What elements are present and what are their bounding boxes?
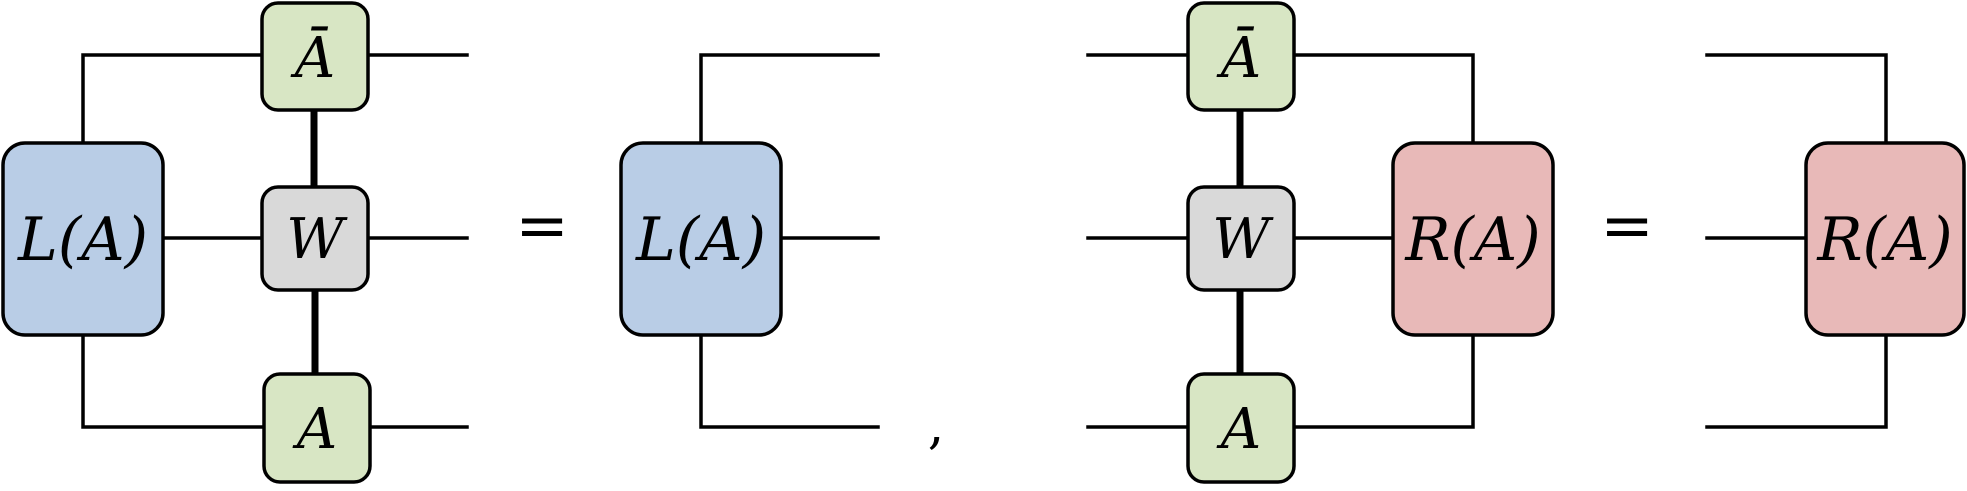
- rhs-right-env-bottom-leg: [1705, 333, 1888, 429]
- right-environment-label: R(A): [1404, 205, 1540, 275]
- rhs-left-environment-label: L(A): [635, 205, 766, 275]
- left-environment-tensor: [1, 141, 165, 337]
- mpo-tensor-right: [1186, 185, 1296, 292]
- separator-comma: ,: [928, 396, 945, 456]
- right-env-top-leg: [1292, 53, 1475, 145]
- mpo-label-right: W: [1212, 207, 1274, 272]
- left-rhs-network: L(A): [619, 53, 880, 429]
- a-tensor: [262, 372, 372, 484]
- rhs-right-environment-tensor: [1804, 141, 1966, 337]
- a-tensor-right: [1186, 372, 1296, 484]
- mpo-label: W: [286, 207, 348, 272]
- rhs-left-environment-tensor: [619, 141, 783, 337]
- abar-tensor-right: [1186, 1, 1296, 112]
- left-equals-sign: =: [515, 189, 569, 263]
- abar-tensor: [260, 1, 370, 112]
- right-equals-sign: =: [1600, 189, 1654, 263]
- right-lhs-network: Ā W A R(A): [1086, 1, 1555, 484]
- rhs-right-environment-label: R(A): [1816, 205, 1952, 275]
- abar-label: Ā: [290, 26, 335, 91]
- rhs-right-env-top-leg: [1705, 53, 1888, 145]
- right-env-bottom-leg: [1292, 333, 1475, 429]
- left-env-bottom-leg: [81, 333, 266, 429]
- a-label: A: [292, 397, 337, 462]
- right-environment-tensor: [1391, 141, 1555, 337]
- left-env-top-leg: [81, 53, 264, 145]
- mpo-tensor: [260, 185, 370, 292]
- rhs-left-env-top-leg: [699, 53, 880, 145]
- a-label-right: A: [1216, 397, 1261, 462]
- abar-label-right: Ā: [1216, 26, 1261, 91]
- right-rhs-network: R(A): [1705, 53, 1966, 429]
- rhs-left-env-bottom-leg: [699, 333, 880, 429]
- left-environment-label: L(A): [17, 205, 148, 275]
- left-lhs-network: L(A) Ā W A: [1, 1, 469, 484]
